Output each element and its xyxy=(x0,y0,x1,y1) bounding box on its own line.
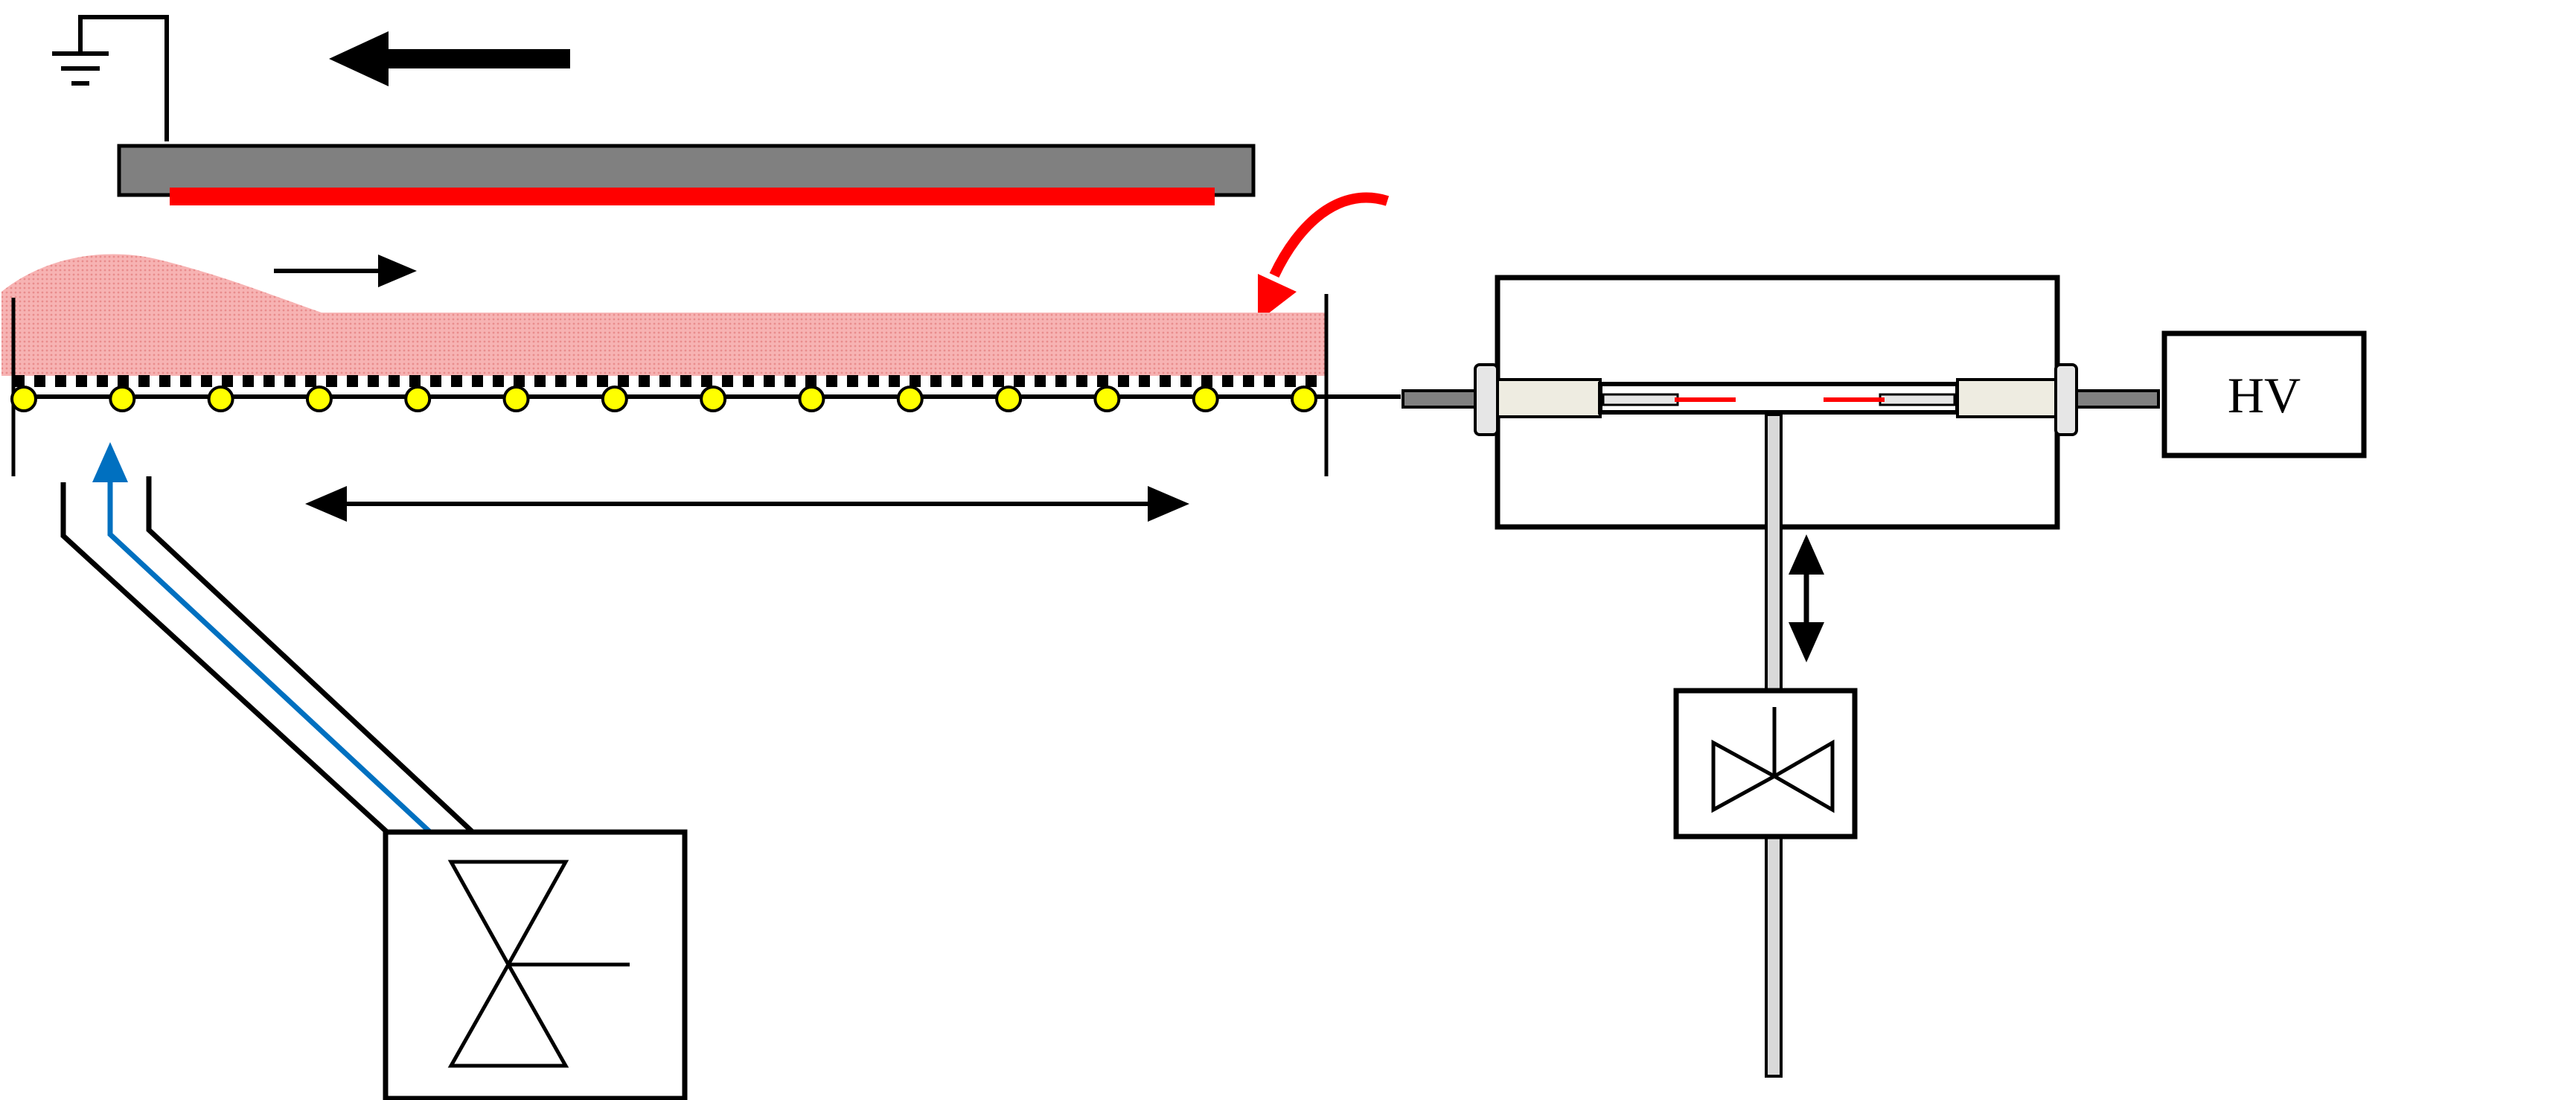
oscillation-arrow-icon xyxy=(305,486,1189,522)
roller xyxy=(798,386,825,412)
hv-label: HV xyxy=(2228,367,2301,423)
right-insulator xyxy=(1956,378,2059,418)
hv-supply-box: HV xyxy=(2161,330,2367,458)
right-feedthrough-rod xyxy=(2075,389,2160,409)
vertical-motion-arrow-icon xyxy=(1789,534,1824,662)
curved-red-arrow-icon xyxy=(1258,192,1390,322)
roller xyxy=(700,386,727,412)
ground-symbol-icon xyxy=(52,15,169,141)
left-valve-box xyxy=(383,829,688,1100)
left-insulator xyxy=(1496,378,1602,418)
rollers xyxy=(10,386,1317,412)
roller xyxy=(10,386,37,412)
left-flange xyxy=(1474,363,1499,436)
roller xyxy=(1291,386,1317,412)
left-feedthrough-rod xyxy=(1402,389,1479,409)
plate-motion-arrow-icon xyxy=(329,31,570,86)
roller xyxy=(1093,386,1121,412)
roller xyxy=(896,386,924,412)
gas-inlet-arrow-icon xyxy=(92,442,434,836)
roller xyxy=(502,386,530,412)
roller xyxy=(207,386,234,412)
red-electrode-strip xyxy=(170,188,1215,205)
central-tube xyxy=(1598,382,1960,415)
valve-icon xyxy=(447,860,630,1068)
grounded-plate xyxy=(117,144,1256,197)
right-valve-box xyxy=(1673,688,1858,840)
gas-duct xyxy=(60,476,475,834)
valve-icon xyxy=(1711,707,1835,813)
roller xyxy=(109,386,136,412)
roller xyxy=(601,386,628,412)
roller xyxy=(1192,386,1219,412)
roller xyxy=(404,386,432,412)
right-flange xyxy=(2054,363,2078,436)
roller xyxy=(305,386,333,412)
powder-layer xyxy=(1,254,1328,376)
powder-flow-arrow-icon xyxy=(274,255,417,287)
roller xyxy=(995,386,1023,412)
